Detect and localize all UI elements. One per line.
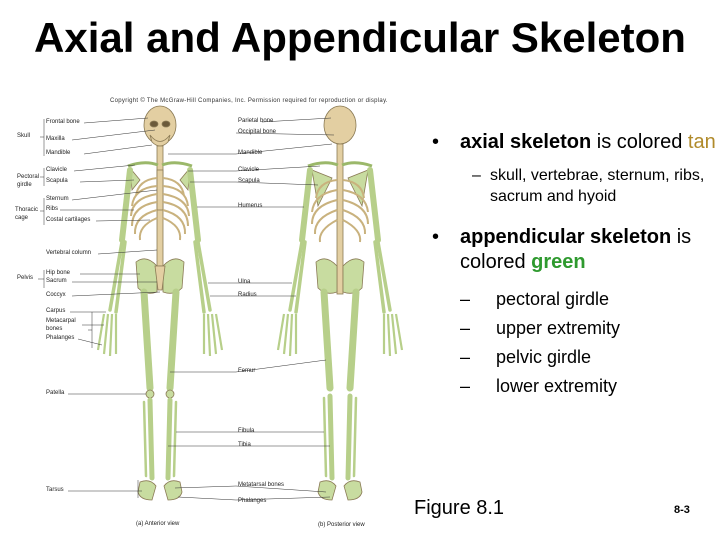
- dash-symbol: –: [460, 376, 471, 396]
- bullet-symbol: •: [432, 226, 440, 248]
- sub-bullet-pelvic-girdle: – pelvic girdle: [432, 343, 717, 372]
- anterior-skeleton: [96, 105, 224, 501]
- page-number: 8-3: [674, 504, 690, 516]
- anterior-clavicle: [127, 161, 159, 168]
- sub-bullet-text: pectoral girdle: [496, 289, 610, 309]
- sub-bullet-axial-text: skull, vertebrae, sternum, ribs, sacrum …: [490, 167, 705, 205]
- label-vertebral-column: Vertebral column: [46, 250, 92, 256]
- label-phalanges-left: Phalanges: [46, 335, 75, 341]
- group-label-thoracic-cage: Thoracic cage: [15, 207, 39, 221]
- sub-bullet-axial: – skull, vertebrae, sternum, ribs, sacru…: [432, 165, 717, 207]
- label-maxilla: Maxilla: [46, 136, 65, 142]
- bullet-appendicular: • appendicular skeleton is colored green: [432, 225, 717, 275]
- group-label-pectoral-girdle: Pectoral girdle: [17, 174, 40, 188]
- sub-bullet-lower-extremity: – lower extremity: [432, 372, 717, 401]
- bullet-list: • axial skeleton is colored tan – skull,…: [432, 130, 717, 401]
- label-tarsus: Tarsus: [46, 487, 64, 493]
- label-mandible-left: Mandible: [46, 150, 71, 156]
- label-clavicle-right: Clavicle: [238, 167, 260, 173]
- label-mandible-right: Mandible: [238, 150, 263, 156]
- sub-bullet-upper-extremity: – upper extremity: [432, 314, 717, 343]
- leader-lines: [38, 117, 335, 501]
- label-coccyx: Coccyx: [46, 292, 66, 298]
- label-clavicle-left: Clavicle: [46, 167, 68, 173]
- bullet-axial: • axial skeleton is colored tan: [432, 130, 717, 155]
- posterior-skull: [323, 105, 357, 145]
- anterior-humerus: [119, 167, 133, 243]
- label-carpus: Carpus: [46, 308, 66, 314]
- anterior-pelvis: [135, 258, 158, 294]
- group-label-pelvis: Pelvis: [17, 275, 34, 281]
- bullet-axial-bold: axial skeleton: [460, 131, 592, 153]
- anterior-skull: [143, 105, 177, 145]
- bullet-symbol: •: [432, 131, 440, 153]
- bullet-axial-text: is colored: [591, 131, 688, 153]
- label-ulna: Ulna: [238, 279, 251, 285]
- dash-symbol: –: [460, 318, 471, 338]
- sub-bullet-text: pelvic girdle: [496, 347, 592, 367]
- label-ribs: Ribs: [46, 206, 59, 212]
- posterior-skeleton: [276, 105, 404, 501]
- label-frontal-bone: Frontal bone: [46, 119, 80, 125]
- caption-anterior-view: (a) Anterior view: [136, 521, 180, 527]
- label-scapula-right: Scapula: [238, 178, 260, 184]
- label-metatarsal-bones: Metatarsal bones: [238, 482, 285, 488]
- label-tibia: Tibia: [238, 442, 251, 448]
- posterior-vertebral-column: [336, 143, 344, 295]
- bullet-axial-color-word: tan: [687, 131, 716, 153]
- slide-title: Axial and Appendicular Skeleton: [34, 14, 686, 61]
- label-hip-bone: Hip bone: [46, 270, 71, 276]
- group-label-skull: Skull: [17, 133, 31, 139]
- sub-bullet-pectoral-girdle: – pectoral girdle: [432, 285, 717, 314]
- label-humerus: Humerus: [238, 203, 263, 209]
- anterior-femur: [140, 288, 154, 392]
- label-radius: Radius: [238, 292, 257, 298]
- sub-bullet-text: lower extremity: [496, 376, 618, 396]
- label-phalanges-right: Phalanges: [238, 498, 267, 504]
- posterior-scapula: [311, 169, 333, 208]
- anterior-sternum: [156, 169, 164, 211]
- bullet-appendicular-color-word: green: [531, 251, 586, 273]
- label-sacrum: Sacrum: [46, 278, 67, 284]
- caption-posterior-view: (b) Posterior view: [318, 522, 365, 528]
- label-fibula: Fibula: [238, 428, 255, 434]
- dash-symbol: –: [460, 289, 471, 309]
- figure-caption: Figure 8.1: [414, 497, 505, 519]
- label-patella: Patella: [46, 390, 65, 396]
- dash-symbol: –: [472, 167, 481, 184]
- sub-bullet-text: upper extremity: [496, 318, 621, 338]
- label-occipital-bone: Occipital bone: [238, 129, 277, 135]
- label-scapula-left: Scapula: [46, 178, 68, 184]
- label-parietal-bone: Parietal bone: [238, 118, 274, 124]
- label-metacarpal-bones: Metacarpal bones: [46, 318, 76, 332]
- label-sternum: Sternum: [46, 196, 69, 202]
- label-costal-cartilages: Costal cartilages: [46, 217, 91, 223]
- label-femur: Femur: [238, 368, 256, 374]
- bullet-appendicular-text: is colored: [460, 226, 692, 273]
- copyright-notice: Copyright © The McGraw-Hill Companies, I…: [110, 98, 388, 104]
- dash-symbol: –: [460, 347, 471, 367]
- bullet-appendicular-bold: appendicular skeleton: [460, 226, 672, 248]
